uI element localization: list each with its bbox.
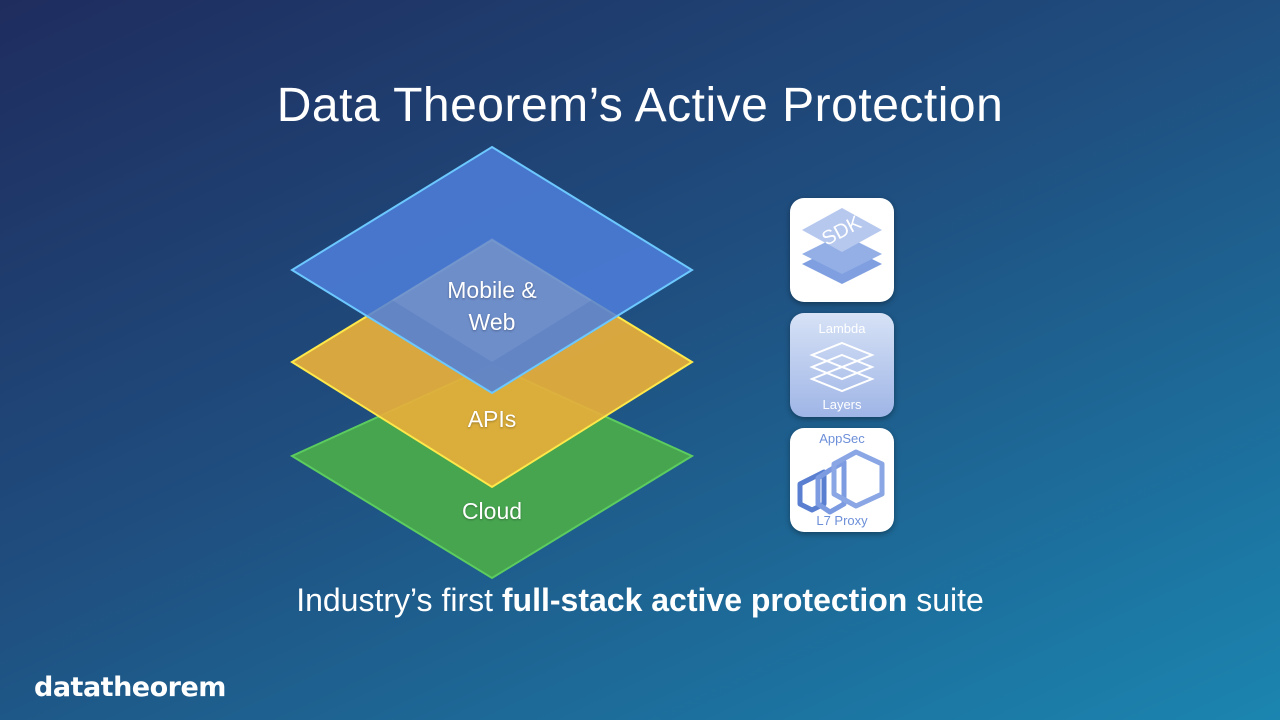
slide-title: Data Theorem’s Active Protection [276, 79, 1004, 132]
mobile-web-layer [290, 145, 694, 395]
layers-icon [809, 341, 875, 393]
tagline: Industry’s first full-stack active prote… [296, 582, 984, 618]
mobile-web-label: Mobile &Web [447, 277, 537, 335]
apis-label: APIs [467, 406, 517, 432]
layers-label: Layers [822, 397, 862, 412]
cloud-label: Cloud [461, 498, 523, 524]
appsec-proxy-tile: AppSec L7 Proxy [790, 428, 894, 532]
lambda-label: Lambda [818, 321, 866, 336]
hexagon-proxy-icon [797, 449, 885, 515]
overlap-highlight [392, 238, 592, 362]
datatheorem-logo: datatheorem [34, 672, 226, 703]
lambda-layers-tile: Lambda Layers [790, 313, 894, 417]
sdk-stack-icon [802, 208, 882, 284]
l7-proxy-label: L7 Proxy [816, 513, 868, 528]
appsec-label: AppSec [819, 431, 865, 446]
sdk-tile: SDK [790, 198, 894, 302]
